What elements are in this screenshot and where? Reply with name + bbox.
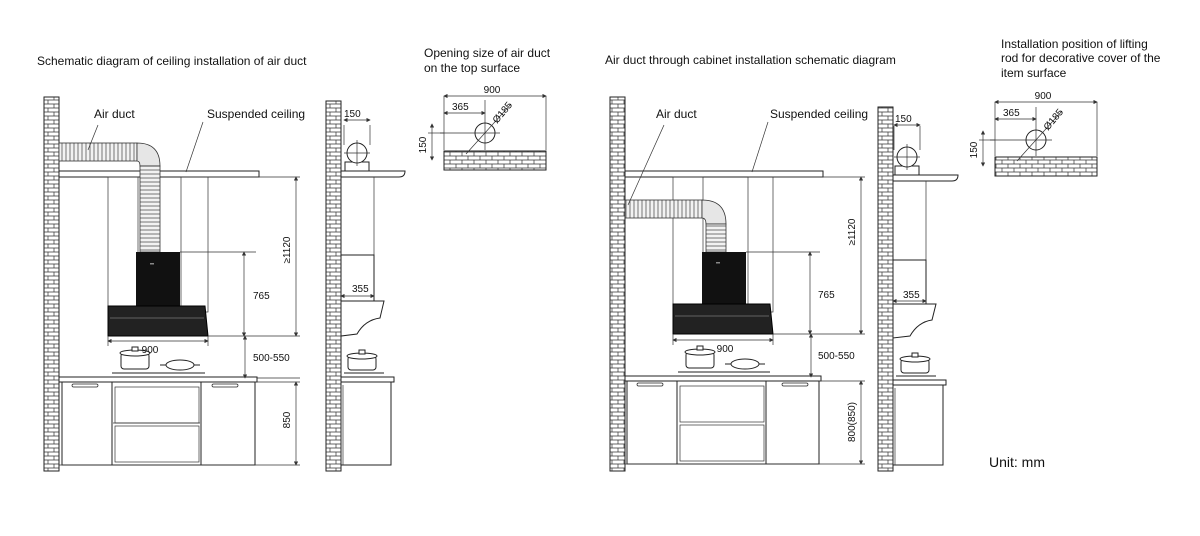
dim-800-850: 800(850) xyxy=(847,402,858,442)
dim-365-opening: 365 xyxy=(452,102,469,113)
dim-150-side-top: 150 xyxy=(344,109,361,120)
cooking-pot-right xyxy=(160,359,200,371)
ceiling-installation-side-view: 150 355 xyxy=(325,100,406,472)
top-surface-brick xyxy=(443,150,547,171)
suspended-ceiling-label-2: Suspended ceiling xyxy=(770,107,868,121)
lifting-rod-diagram: 900 365 Ø185 150 xyxy=(969,91,1098,177)
dim-365-lifting: 365 xyxy=(1003,108,1020,119)
brick-wall-cabinet xyxy=(609,96,626,472)
dim-150-side-top-2: 150 xyxy=(895,114,912,125)
dim-765: 765 xyxy=(253,291,270,302)
ceiling-side xyxy=(340,170,406,178)
dim-min-1120-2: ≥1120 xyxy=(847,218,858,245)
dim-185-diameter: Ø185 xyxy=(491,100,515,126)
opening-size-diagram: 900 365 Ø185 150 xyxy=(418,85,547,171)
base-cabinet xyxy=(61,381,256,466)
countertop-2 xyxy=(624,375,822,382)
range-hood-body-2 xyxy=(702,252,746,304)
cooking-pot-left-2 xyxy=(684,345,716,369)
base-cabinet-side-2 xyxy=(892,384,944,466)
dim-355-side-2: 355 xyxy=(903,290,920,301)
unit-label: Unit: mm xyxy=(989,454,1045,470)
cooking-pot-side-2 xyxy=(899,352,931,374)
ceiling-diagram-title: Schematic diagram of ceiling installatio… xyxy=(37,54,307,68)
ceiling-installation-front-view: Air duct Suspended ceiling ≥1120 765 500… xyxy=(43,96,305,472)
cabinet-installation-front-view: Air duct Suspended ceiling ≥1120 765 500… xyxy=(609,96,868,472)
countertop-side-2 xyxy=(892,379,947,386)
cabinet-installation-side-view: 150 355 xyxy=(877,106,959,472)
cabinet-diagram-title: Air duct through cabinet installation sc… xyxy=(605,53,896,67)
dim-150-opening: 150 xyxy=(418,136,429,153)
dim-355-side: 355 xyxy=(352,284,369,295)
countertop xyxy=(58,376,258,383)
base-cabinet-2 xyxy=(626,380,820,465)
lifting-rod-title-line2: rod for decorative cover of the xyxy=(1001,51,1161,65)
hood-side-glass xyxy=(340,300,385,337)
dim-900-hood: 900 xyxy=(142,345,159,356)
dim-765-2: 765 xyxy=(818,290,835,301)
air-duct-label: Air duct xyxy=(94,107,135,121)
hood-side-glass-2 xyxy=(892,303,937,339)
base-cabinet-side xyxy=(340,381,392,466)
air-duct-vertical xyxy=(139,165,161,253)
upper-cabinet-left xyxy=(107,176,139,313)
dim-900-opening: 900 xyxy=(484,85,501,96)
cooking-pot-left xyxy=(119,346,151,370)
upper-cabinet-right xyxy=(180,176,209,313)
dim-500-550: 500-550 xyxy=(253,353,290,364)
dim-900-hood-2: 900 xyxy=(717,344,734,355)
dim-150-lifting: 150 xyxy=(969,141,980,158)
lifting-rod-title-line3: item surface xyxy=(1001,66,1067,80)
air-duct-horizontal xyxy=(58,142,138,162)
item-surface-brick xyxy=(994,156,1098,177)
brick-wall-side-2 xyxy=(877,106,894,472)
hood-side-body-2 xyxy=(892,259,927,305)
suspended-ceiling-label: Suspended ceiling xyxy=(207,107,305,121)
ceiling-side-2 xyxy=(892,174,959,182)
air-duct-bend xyxy=(136,142,161,167)
upper-cabinet-right-2 xyxy=(747,176,774,313)
opening-size-title-line2: on the top surface xyxy=(424,61,520,75)
dim-900-lifting: 900 xyxy=(1035,91,1052,102)
cooking-pot-right-2 xyxy=(725,358,765,370)
cooking-pot-side xyxy=(346,349,378,371)
opening-size-title-line1: Opening size of air duct xyxy=(424,46,551,60)
dim-185-lifting: Ø185 xyxy=(1042,107,1066,133)
countertop-side xyxy=(340,376,395,383)
dim-500-550-2: 500-550 xyxy=(818,351,855,362)
range-hood-panel xyxy=(107,305,209,337)
dim-850: 850 xyxy=(282,411,293,428)
dim-min-1120: ≥1120 xyxy=(282,236,293,263)
air-duct-bend-2 xyxy=(701,199,727,225)
range-hood-panel-2 xyxy=(672,303,774,335)
air-duct-vertical-2 xyxy=(705,223,727,253)
brick-wall xyxy=(43,96,60,472)
range-hood-body xyxy=(136,252,180,306)
brick-wall-side xyxy=(325,100,342,472)
cabinet-ceiling xyxy=(624,170,824,178)
lifting-rod-title-line1: Installation position of lifting xyxy=(1001,37,1148,51)
air-duct-label-2: Air duct xyxy=(656,107,697,121)
upper-cabinet-left-2 xyxy=(672,176,704,313)
air-duct-horizontal-2 xyxy=(624,199,703,219)
